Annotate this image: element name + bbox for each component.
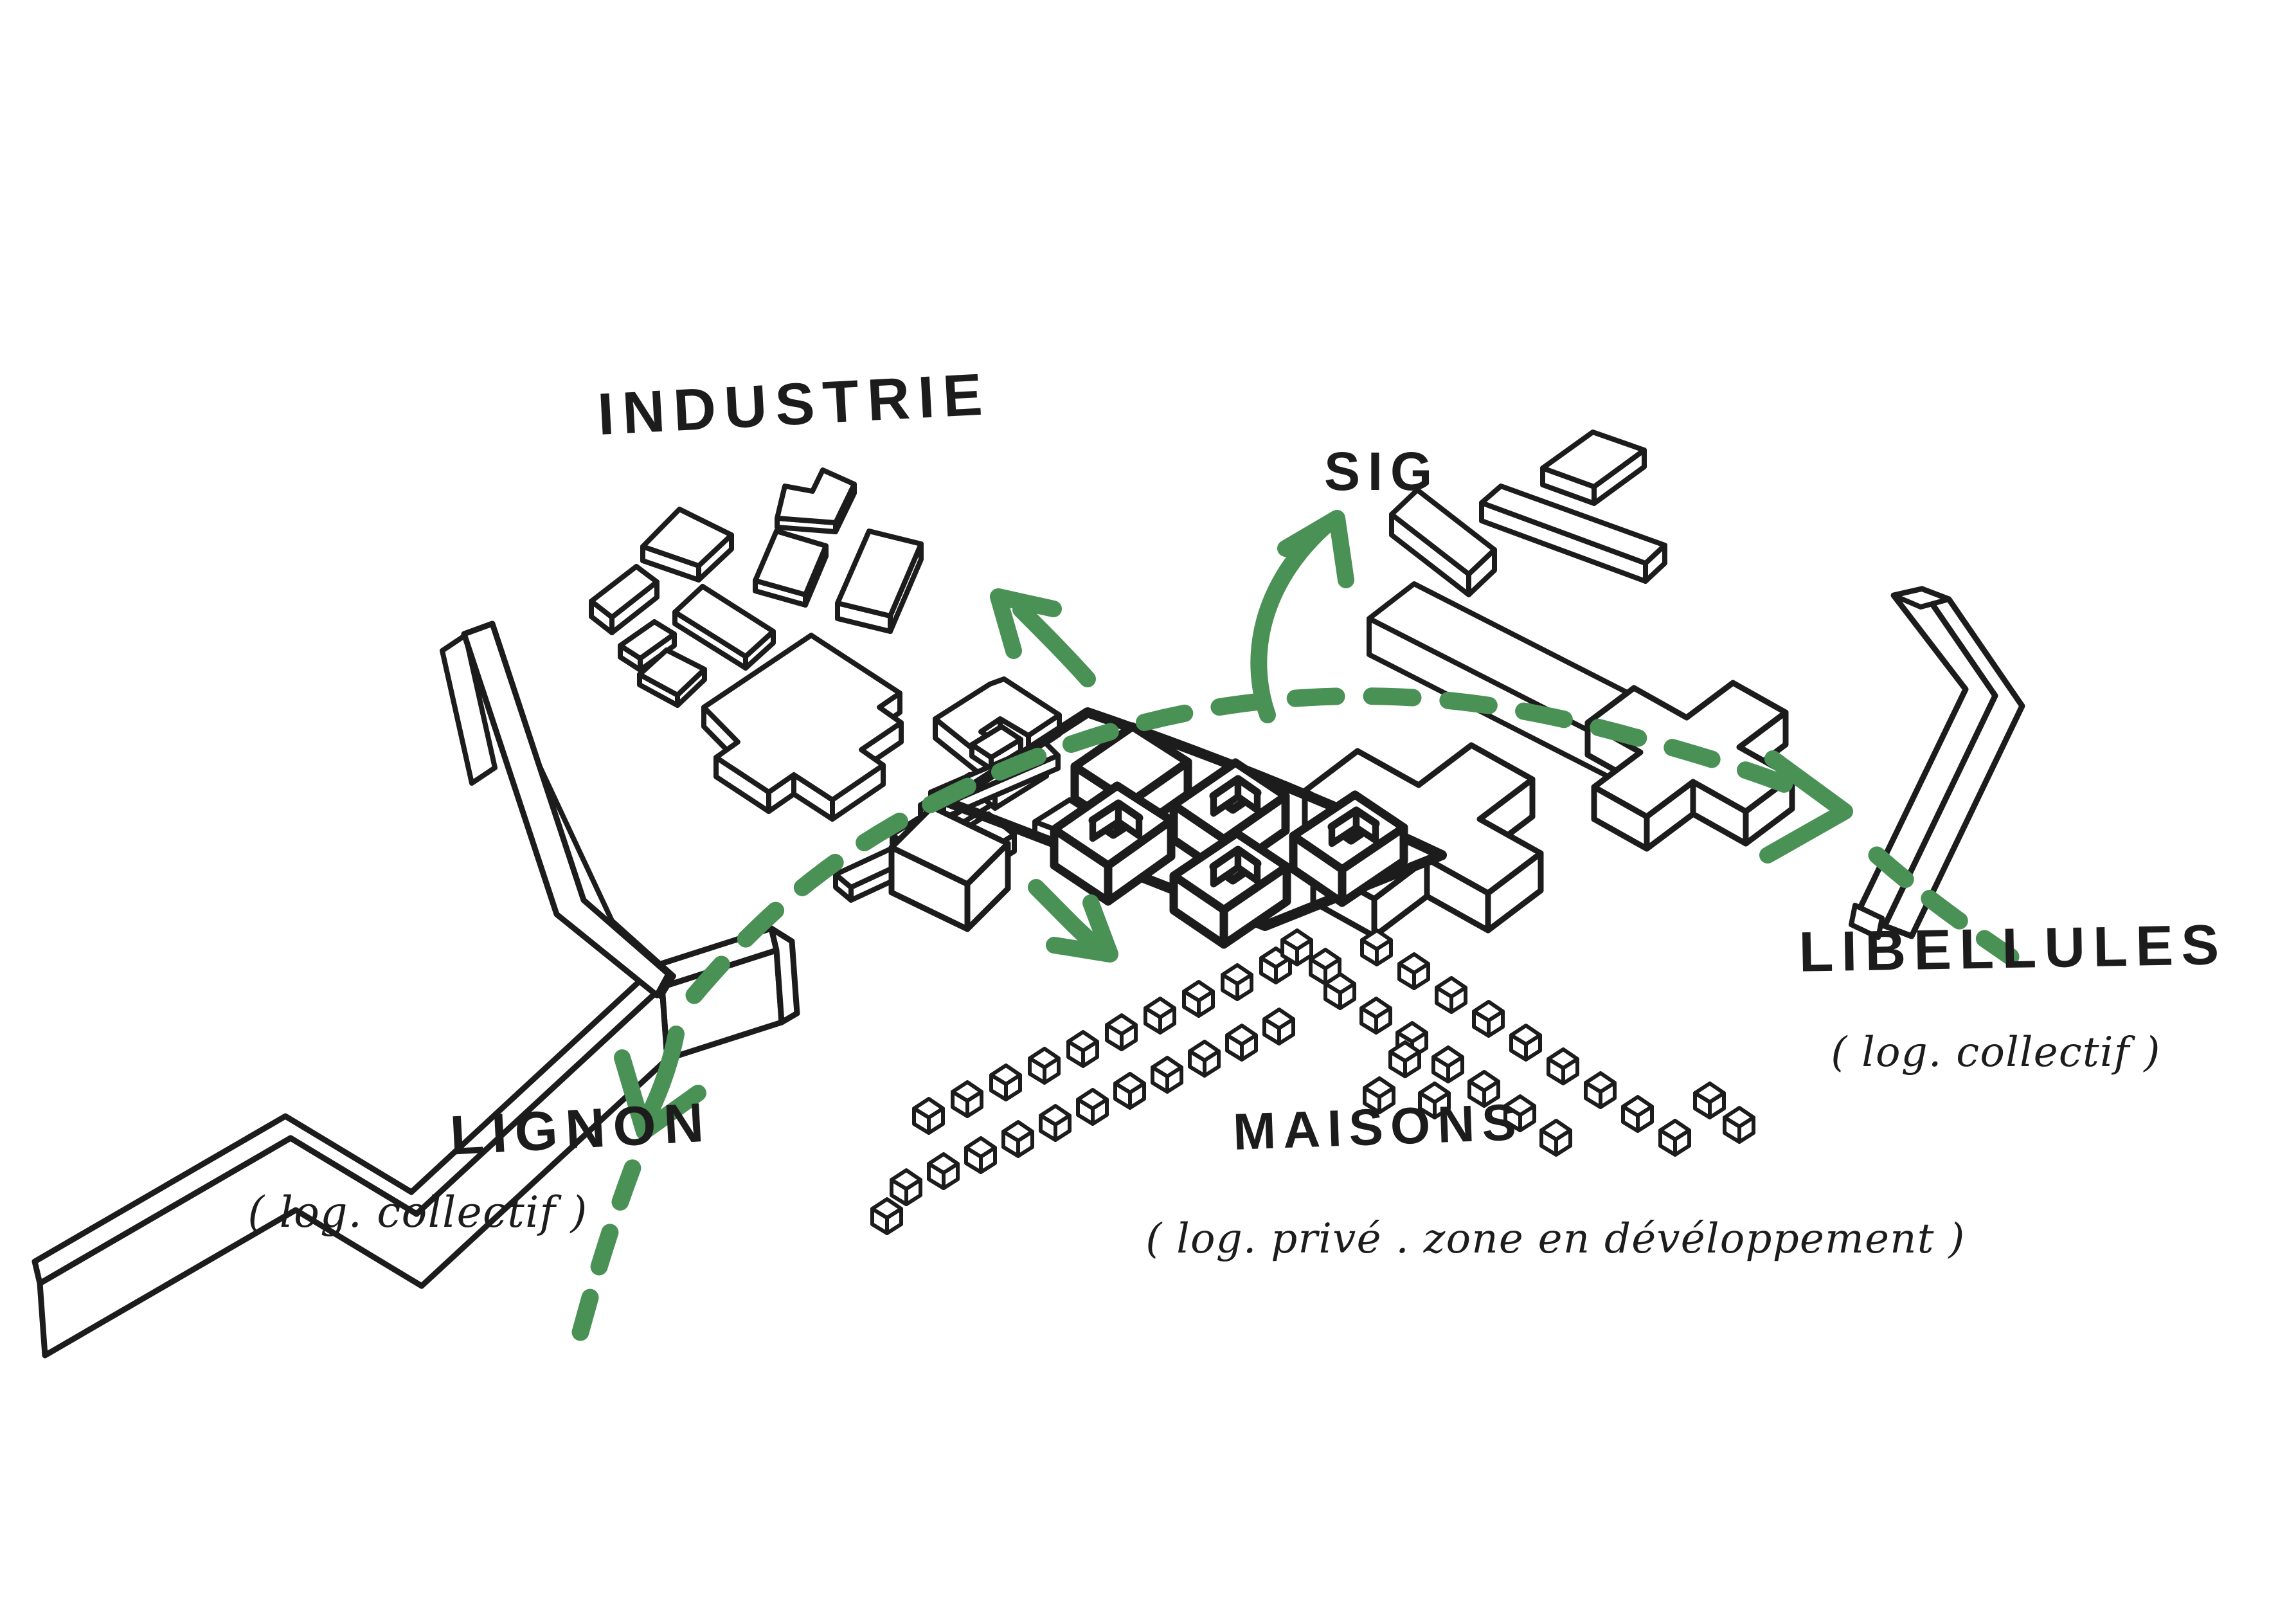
industrie-building-top <box>775 467 857 525</box>
maison-cube-top <box>1658 1119 1691 1141</box>
maison-cube-top <box>1262 1008 1295 1030</box>
maison-cube-top <box>1363 1076 1395 1099</box>
maison-cube-top <box>1395 1021 1428 1044</box>
site-courtyard-building-courtyard-wall <box>1234 775 1261 814</box>
maison-cube-top <box>1539 1119 1572 1141</box>
libellules-building <box>1849 586 2025 940</box>
maison-cube-top <box>1076 1088 1109 1110</box>
route-dashed-tail-libellules <box>1868 846 2020 966</box>
arrow-down-to-maisons-icon <box>1028 879 1118 963</box>
lignon-building <box>31 620 800 1359</box>
maison-cube-top <box>1693 1081 1726 1104</box>
maison-cube-top <box>912 1097 945 1119</box>
industrie-building-top <box>589 564 659 620</box>
maison-cube-top <box>1418 1081 1451 1104</box>
maison-cube-top <box>1280 928 1313 951</box>
maison-cube-top <box>1431 1045 1464 1068</box>
maison-cube-top <box>1039 1104 1072 1126</box>
label-industrie: INDUSTRIE <box>596 361 992 448</box>
industrie-building-top <box>701 633 904 802</box>
label-maisons: MAISONS <box>1232 1093 1525 1161</box>
maison-cube-top <box>1435 976 1467 999</box>
maison-cube-top <box>1225 1024 1258 1046</box>
maison-cube-top <box>1621 1095 1654 1117</box>
industrie-building-top <box>672 584 776 659</box>
maison-cube-top <box>1144 997 1176 1019</box>
maison-cube-top <box>1113 1072 1146 1094</box>
label-libellules: LIBELLULES <box>1798 912 2227 984</box>
maison-cube-top <box>890 1168 922 1191</box>
arrow-maisons-shaft <box>1028 879 1102 952</box>
maison-cube-top <box>1360 928 1393 951</box>
maison-cube-top <box>1467 1070 1500 1092</box>
sig-building-top <box>1540 430 1647 489</box>
maison-cube-top <box>870 1197 903 1220</box>
maison-cube-top <box>1309 948 1341 970</box>
arrow-up-left-shaft <box>1012 601 1096 687</box>
arrowhead-to-libellules-icon <box>1759 750 1853 864</box>
arrow-up-left-head <box>990 588 1062 659</box>
sublabel-lignon: ( log. collectif ) <box>247 1188 587 1237</box>
lignon-tower-top <box>461 620 672 999</box>
sig-building-top <box>1479 484 1667 566</box>
label-sig: SIG <box>1324 441 1440 502</box>
maison-cube-top <box>1584 1071 1617 1094</box>
arrow-up-to-sig-icon <box>1250 510 1354 723</box>
label-lignon: LIGNON <box>449 1091 713 1166</box>
maison-cube-top <box>1472 1000 1505 1022</box>
maison-cube-top <box>1359 997 1392 1019</box>
sublabel-maisons: ( log. privé . zone en dévéloppement ) <box>1145 1215 1965 1263</box>
maison-cube-top <box>1723 1106 1755 1128</box>
industrie-building-top <box>618 619 677 661</box>
site-adjacent-building-top <box>888 804 1011 887</box>
arrow-lignon-head <box>614 1049 706 1140</box>
lignon-arm-endcap <box>768 925 800 1026</box>
green-route <box>571 510 2020 1341</box>
industrie-building-top <box>637 647 707 698</box>
industrie-building-top <box>753 529 829 597</box>
industrie-building-top <box>969 724 1023 760</box>
site-courtyard-building-courtyard-wall <box>1234 846 1261 885</box>
arrow-sig-head <box>1277 510 1354 588</box>
arrow-sig-shaft <box>1250 518 1334 723</box>
site-courtyard-building-courtyard-wall <box>1115 800 1143 840</box>
maison-cube-top <box>927 1152 960 1175</box>
maison-cube-top <box>1221 963 1253 986</box>
sig-building-top <box>1389 487 1497 577</box>
maison-cube-top <box>1151 1056 1183 1078</box>
maison-cube-top <box>1001 1120 1034 1143</box>
maison-cube-top <box>1547 1047 1579 1070</box>
maison-cube-top <box>1509 1024 1542 1046</box>
industrie-building-top <box>835 529 924 619</box>
maison-cube-top <box>1188 1040 1221 1062</box>
route-dashed-tail-lignon <box>571 1142 648 1341</box>
maison-cube-top <box>1182 980 1215 1002</box>
maison-cube-top <box>1105 1013 1138 1036</box>
arrow-up-left-icon <box>990 588 1096 687</box>
maison-cube-top <box>951 1080 983 1103</box>
maison-cube-top <box>1028 1047 1061 1069</box>
maisons-cubes <box>870 928 1755 1235</box>
arrow-down-to-lignon-icon <box>614 1026 706 1140</box>
maison-cube-top <box>964 1136 997 1159</box>
libellules-bottom-endcap <box>1849 903 1885 940</box>
maison-cube-top <box>1323 972 1356 995</box>
sublabel-libellules: ( log. collectif ) <box>1831 1029 2160 1076</box>
lignon-tower-hatch-left <box>440 633 498 786</box>
arrow-maisons-head <box>1046 894 1118 963</box>
maison-cube-top <box>989 1063 1022 1086</box>
site-courtyard-building-courtyard-wall <box>1352 807 1379 844</box>
industrie-building-top <box>640 507 734 568</box>
maison-cube-top <box>1503 1094 1536 1117</box>
libellules-top-endcap <box>1891 586 1951 610</box>
maison-cube-top <box>1066 1030 1099 1053</box>
maison-cube-top <box>1388 1040 1421 1063</box>
maison-cube-top <box>1397 952 1430 975</box>
